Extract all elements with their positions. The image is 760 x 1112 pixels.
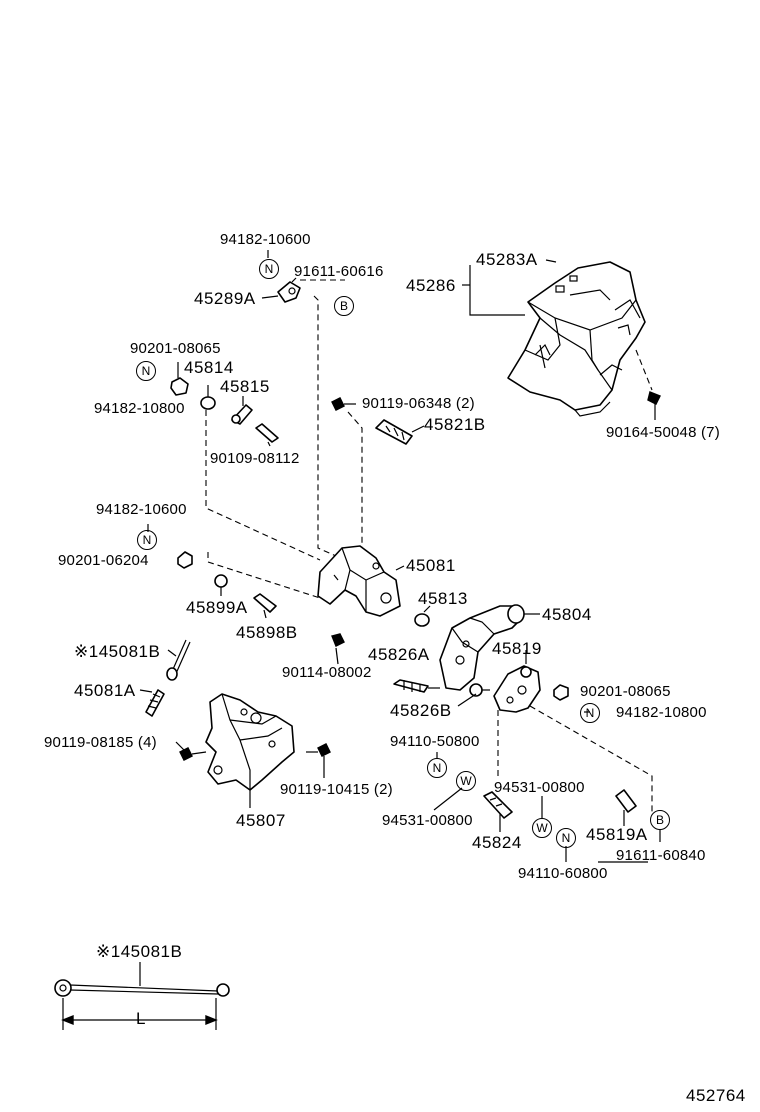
label-90119-06348: 90119-06348 (2) <box>362 395 475 412</box>
label-90119-10415: 90119-10415 (2) <box>280 781 393 798</box>
label-94182-10800-right: 94182-10800 <box>616 704 707 721</box>
label-94531-00800-right: 94531-00800 <box>494 779 585 796</box>
label-45899a: 45899A <box>186 598 248 617</box>
callout-b-top: B <box>334 296 354 316</box>
label-45289a: 45289A <box>194 289 256 308</box>
label-45898b: 45898B <box>236 623 298 642</box>
label-45815: 45815 <box>220 377 270 396</box>
label-90201-08065-left: 90201-08065 <box>130 340 221 357</box>
label-94182-10600-mid: 94182-10600 <box>96 501 187 518</box>
label-45286: 45286 <box>406 276 456 295</box>
illustration-number: 452764 <box>686 1086 746 1105</box>
label-90201-06204: 90201-06204 <box>58 552 149 569</box>
label-145081b: ※145081B <box>74 642 161 661</box>
callout-n-top: N <box>259 259 279 279</box>
label-94110-60800: 94110-60800 <box>518 865 608 882</box>
label-94531-00800-left: 94531-00800 <box>382 812 473 829</box>
callout-w-right: W <box>532 818 552 838</box>
label-45821b: 45821B <box>424 415 486 434</box>
label-90164-50048: 90164-50048 (7) <box>606 424 720 441</box>
callout-w-left: W <box>456 771 476 791</box>
callout-n-bottom: N <box>556 828 576 848</box>
callout-n-left: N <box>136 361 156 381</box>
cable-inset-drawing <box>54 962 230 1030</box>
cable-length-label: L <box>136 1009 146 1028</box>
label-45826b: 45826B <box>390 701 452 720</box>
label-90109-08112: 90109-08112 <box>210 450 300 467</box>
label-90119-08185: 90119-08185 (4) <box>44 734 157 751</box>
label-45081: 45081 <box>406 556 456 575</box>
label-45283a: 45283A <box>476 250 538 269</box>
console-cover-drawing <box>507 261 646 417</box>
label-94110-50800: 94110-50800 <box>390 733 480 750</box>
label-45826a: 45826A <box>368 645 430 664</box>
cable-inset-title: ※145081B <box>96 942 183 961</box>
label-45819a: 45819A <box>586 825 648 844</box>
callout-n-right: N <box>580 703 600 723</box>
label-45819: 45819 <box>492 639 542 658</box>
label-45804: 45804 <box>542 605 592 624</box>
label-94182-10600-top: 94182-10600 <box>220 231 311 248</box>
label-45813: 45813 <box>418 589 468 608</box>
label-45824: 45824 <box>472 833 522 852</box>
label-91611-60840: 91611-60840 <box>616 847 706 864</box>
label-45814: 45814 <box>184 358 234 377</box>
callout-n-94110: N <box>427 758 447 778</box>
callout-b-right: B <box>650 810 670 830</box>
callout-n-mid: N <box>137 530 157 550</box>
label-90201-08065-right: 90201-08065 <box>580 683 671 700</box>
label-94182-10800-left: 94182-10800 <box>94 400 185 417</box>
label-45807: 45807 <box>236 811 286 830</box>
label-45081a: 45081A <box>74 681 136 700</box>
label-91611-60616: 91611-60616 <box>294 263 384 280</box>
label-90114-08002: 90114-08002 <box>282 664 372 681</box>
